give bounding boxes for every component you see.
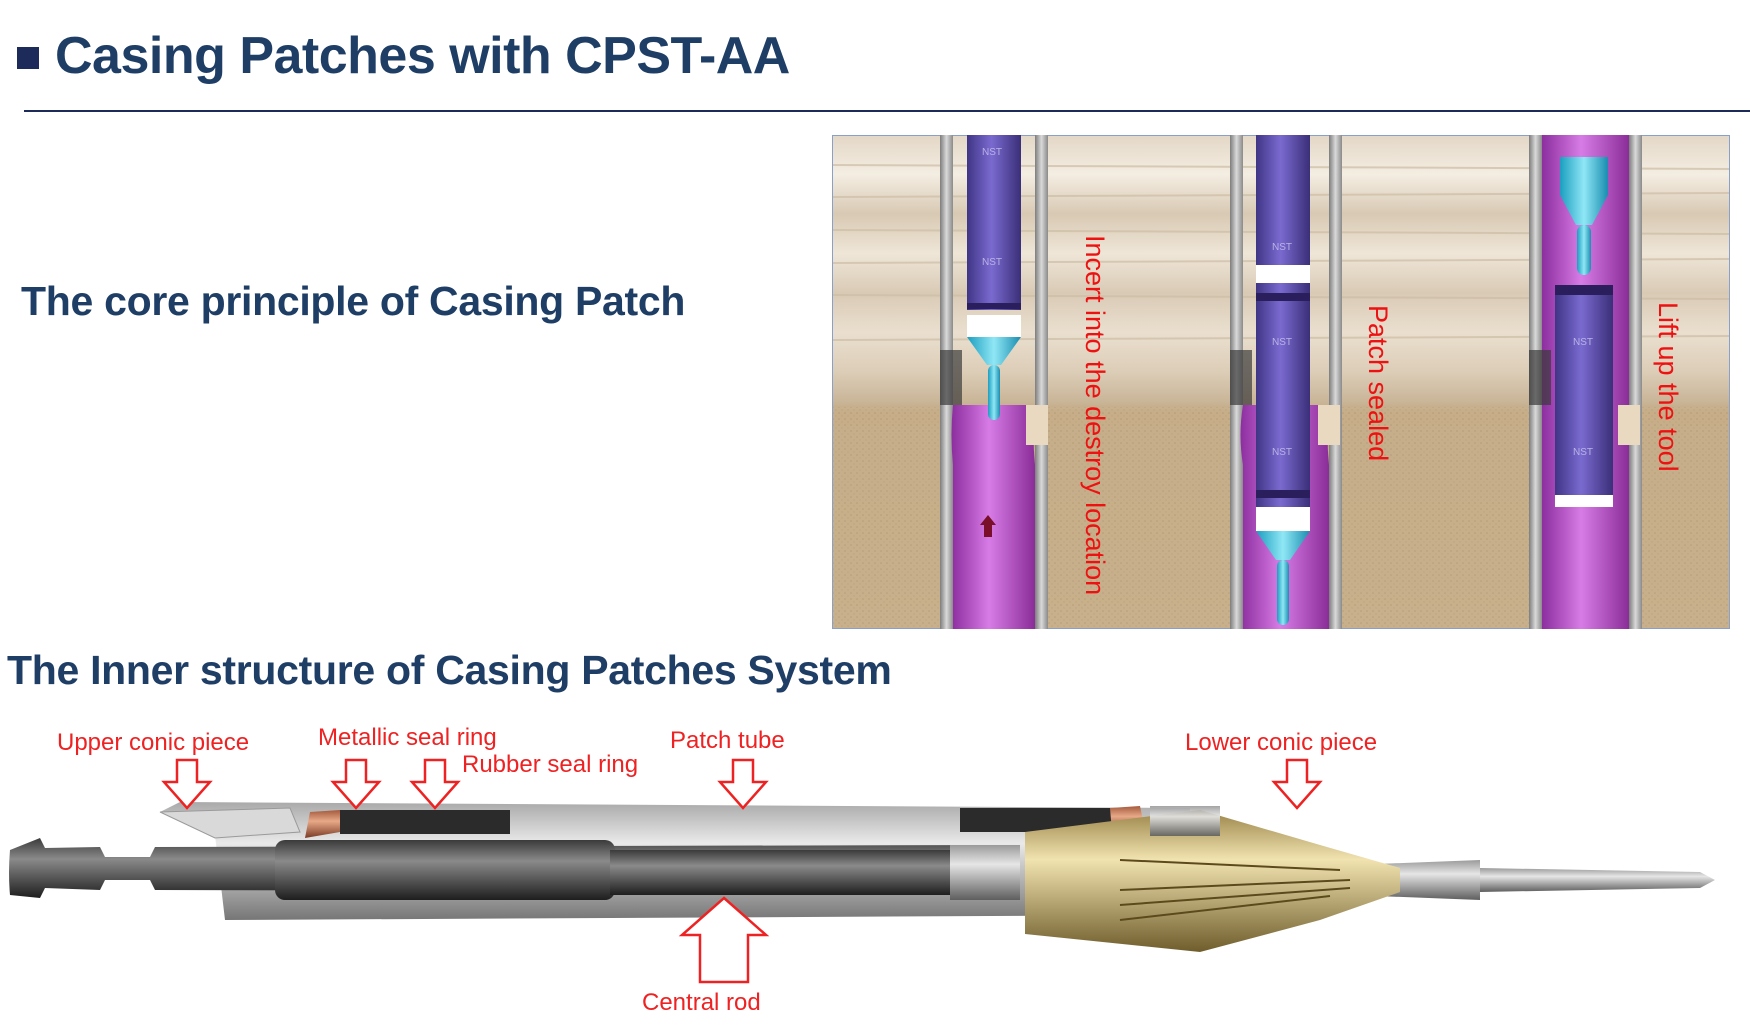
metallic-seal-ring-label: Metallic seal ring (318, 724, 497, 751)
rubber-seal-arrow (409, 758, 461, 810)
lower-conic-piece (1025, 810, 1400, 952)
well-step-1: NST NST (940, 135, 1048, 629)
tool-marking: NST (1272, 242, 1292, 253)
well-step-2: NST NST NST (1230, 135, 1342, 629)
tool-marking: NST (1272, 337, 1292, 348)
rubber-seal-ring (340, 810, 510, 834)
tool-marking: NST (982, 257, 1002, 268)
metallic-seal-arrow (330, 758, 382, 810)
structure-heading: The Inner structure of Casing Patches Sy… (7, 647, 892, 693)
tool-marking: NST (982, 147, 1002, 158)
upper-conic-piece (159, 807, 301, 839)
tool-marking: NST (1573, 337, 1593, 348)
upper-conic-piece-label: Upper conic piece (57, 729, 249, 756)
page-title: Casing Patches with CPST-AA (55, 27, 790, 85)
tool-marking: NST (1573, 447, 1593, 458)
rubber-seal-ring-label: Rubber seal ring (462, 751, 638, 778)
lower-conic-piece-label: Lower conic piece (1185, 729, 1377, 756)
tool-marking: NST (1272, 447, 1292, 458)
metallic-seal-ring (305, 810, 340, 838)
central-rod-label: Central rod (642, 989, 761, 1016)
lower-conic-arrow (1271, 758, 1323, 810)
step-1-label: Incert into the destroy location (1080, 235, 1110, 595)
patch-tube-label: Patch tube (670, 727, 785, 754)
principle-heading: The core principle of Casing Patch (21, 278, 686, 324)
step-3-label: Lift up the tool (1653, 302, 1683, 472)
casing-patch-structure-diagram: Upper conic piece Metallic seal ring Rub… (9, 724, 1715, 1016)
step-2-label: Patch sealed (1363, 305, 1393, 461)
central-rod-arrow (678, 896, 770, 984)
casing-patch-principle-illustration: NST NST Incert into the destroy location… (832, 135, 1730, 629)
patch-tube-arrow (717, 758, 769, 810)
title-divider (24, 110, 1750, 112)
well-step-3: NST NST (1529, 135, 1642, 629)
upper-conic-arrow (161, 758, 213, 810)
title-bullet (17, 47, 39, 69)
